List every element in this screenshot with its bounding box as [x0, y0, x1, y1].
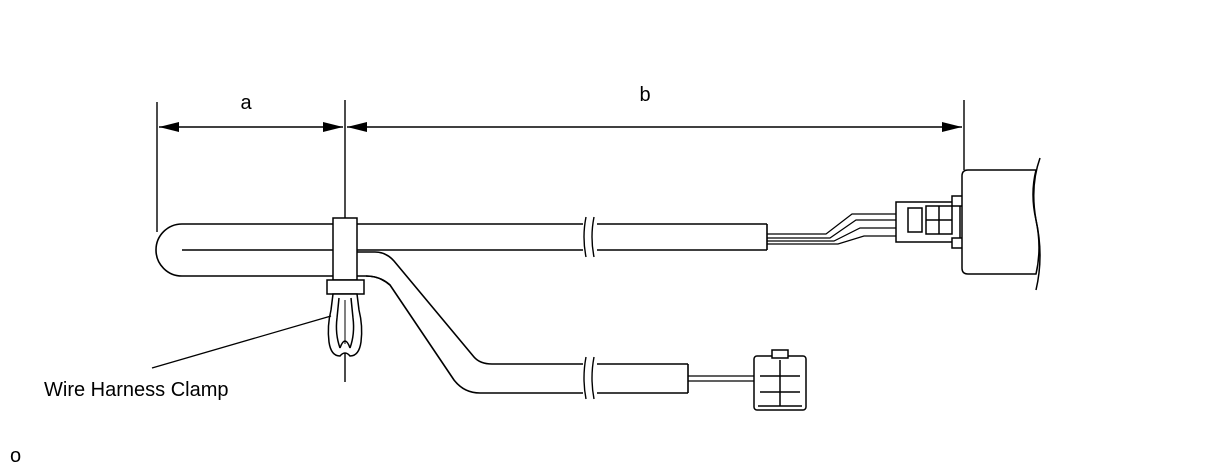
lower-connector-lock: [771, 349, 789, 359]
upper-wires: [767, 213, 896, 245]
upper-connector: [895, 195, 965, 249]
harness-lower-branch: [357, 251, 689, 394]
harness-upper-branch: [155, 223, 768, 286]
harness-loop-outline: [155, 223, 767, 286]
lower-connector: [753, 349, 807, 411]
clamp-band: [332, 217, 358, 281]
harness-lower-inner: [365, 275, 688, 394]
mating-component-break-edge: [1033, 157, 1041, 291]
figure-code: o: [10, 445, 21, 467]
clamp-leader-line: [151, 315, 332, 369]
dimension-a-label: a: [240, 92, 252, 114]
break-mark-lower: [583, 356, 597, 400]
dimension-b-label: b: [639, 84, 650, 106]
break-mark-upper: [583, 216, 597, 258]
upper-connector-latch: [907, 207, 923, 233]
clamp-callout-label: Wire Harness Clamp: [44, 379, 228, 401]
lower-wires: [688, 375, 754, 382]
mating-component: [961, 157, 1041, 291]
harness-lower-outer: [357, 251, 688, 365]
mating-component-body: [961, 169, 1040, 275]
clamp-base: [326, 279, 365, 295]
wire-harness-clamp: [326, 217, 365, 357]
